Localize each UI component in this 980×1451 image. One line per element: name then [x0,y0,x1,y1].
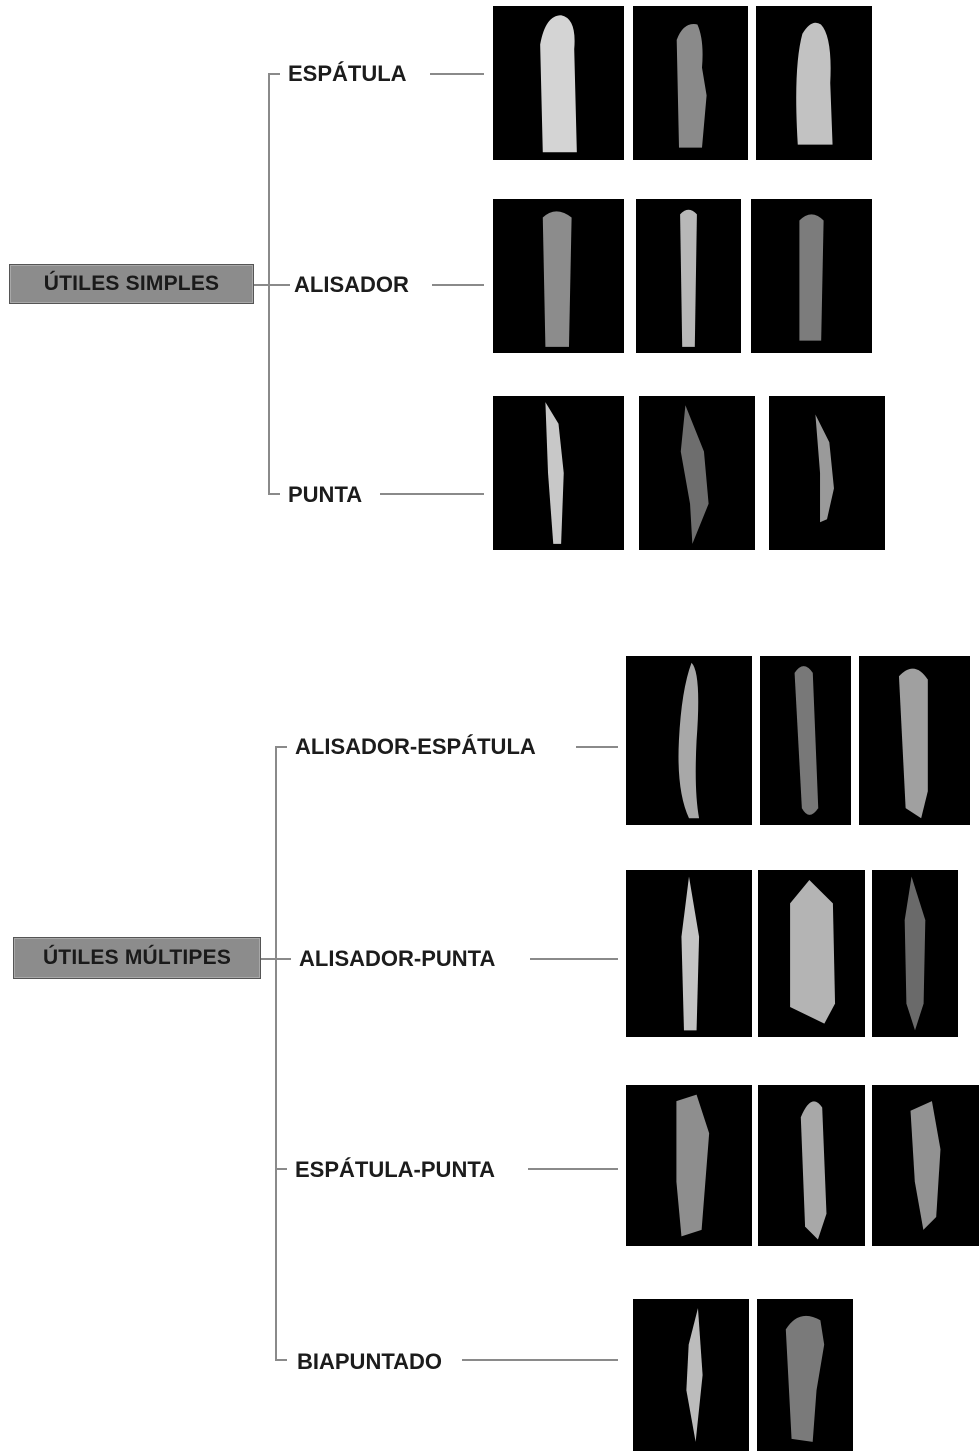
bone-smoother-spatula-icon [678,662,700,819]
connector [268,284,290,286]
branch-label-espatula-punta: ESPÁTULA-PUNTA [295,1157,496,1182]
bone-smoother-icon [680,209,697,347]
tool-photo [872,870,958,1037]
tool-photo [859,656,970,825]
connector [275,958,291,960]
bone-spatula-icon [676,24,707,148]
connector [254,284,270,286]
connector [275,1168,287,1170]
branch-label-alisador: ALISADOR [294,272,409,297]
tool-photo [758,1085,865,1246]
bone-smoother-point-icon [904,876,926,1031]
bone-smoother-spatula-icon [794,666,819,815]
bone-bipointed-icon [686,1308,703,1442]
tool-photo [493,199,624,353]
connector [261,958,277,960]
tool-photo [758,870,865,1037]
tool-photo [872,1085,979,1246]
bone-smoother-icon [799,214,824,341]
tool-photo [760,656,851,825]
connector [275,746,287,748]
tool-photo [493,396,624,550]
tool-photo [769,396,885,550]
tool-photo [756,6,872,160]
bone-smoother-point-icon [681,876,700,1031]
tool-photo [633,6,748,160]
tool-photo [639,396,755,550]
connector [462,1359,618,1361]
branch-label-alisador-punta: ALISADOR-PUNTA [299,946,496,971]
branch-label-espatula: ESPÁTULA [288,61,407,86]
tool-photo [636,199,741,353]
bone-smoother-point-icon [790,880,836,1024]
bone-point-icon [545,402,564,544]
bone-spatula-point-icon [910,1101,941,1230]
multiple-tools-box: ÚTILES MÚLTIPES [13,937,261,979]
bone-smoother-spatula-icon [898,668,928,819]
multiple-tools-title: ÚTILES MÚLTIPES [42,946,232,969]
bone-spatula-icon [796,22,833,145]
bone-point-icon [815,414,834,523]
tool-photo [493,6,624,160]
connector [530,958,618,960]
branch-label-biapuntado: BIAPUNTADO [297,1349,443,1374]
tool-photo [626,656,752,825]
connector [275,746,277,1361]
simple-tools-title: ÚTILES SIMPLES [43,272,220,295]
connector [268,73,270,494]
bone-spatula-icon [540,15,577,153]
connector [275,1359,287,1361]
connector [380,493,484,495]
connector [576,746,618,748]
branch-label-alisador-espatula: ALISADOR-ESPÁTULA [295,734,536,759]
tool-photo [633,1299,749,1451]
simple-tools-box: ÚTILES SIMPLES [9,264,254,304]
bone-spatula-point-icon [800,1101,827,1240]
connector [528,1168,618,1170]
connector [268,493,280,495]
connector [268,73,280,75]
connector [432,284,484,286]
connector [430,73,484,75]
bone-spatula-point-icon [676,1094,710,1237]
branch-label-punta: PUNTA [288,482,363,507]
tool-photo [626,870,752,1037]
tool-photo [751,199,872,353]
tool-photo [626,1085,752,1246]
bone-smoother-icon [542,211,572,347]
bone-point-icon [680,405,709,544]
tool-photo [757,1299,853,1451]
bone-bipointed-icon [785,1315,825,1442]
